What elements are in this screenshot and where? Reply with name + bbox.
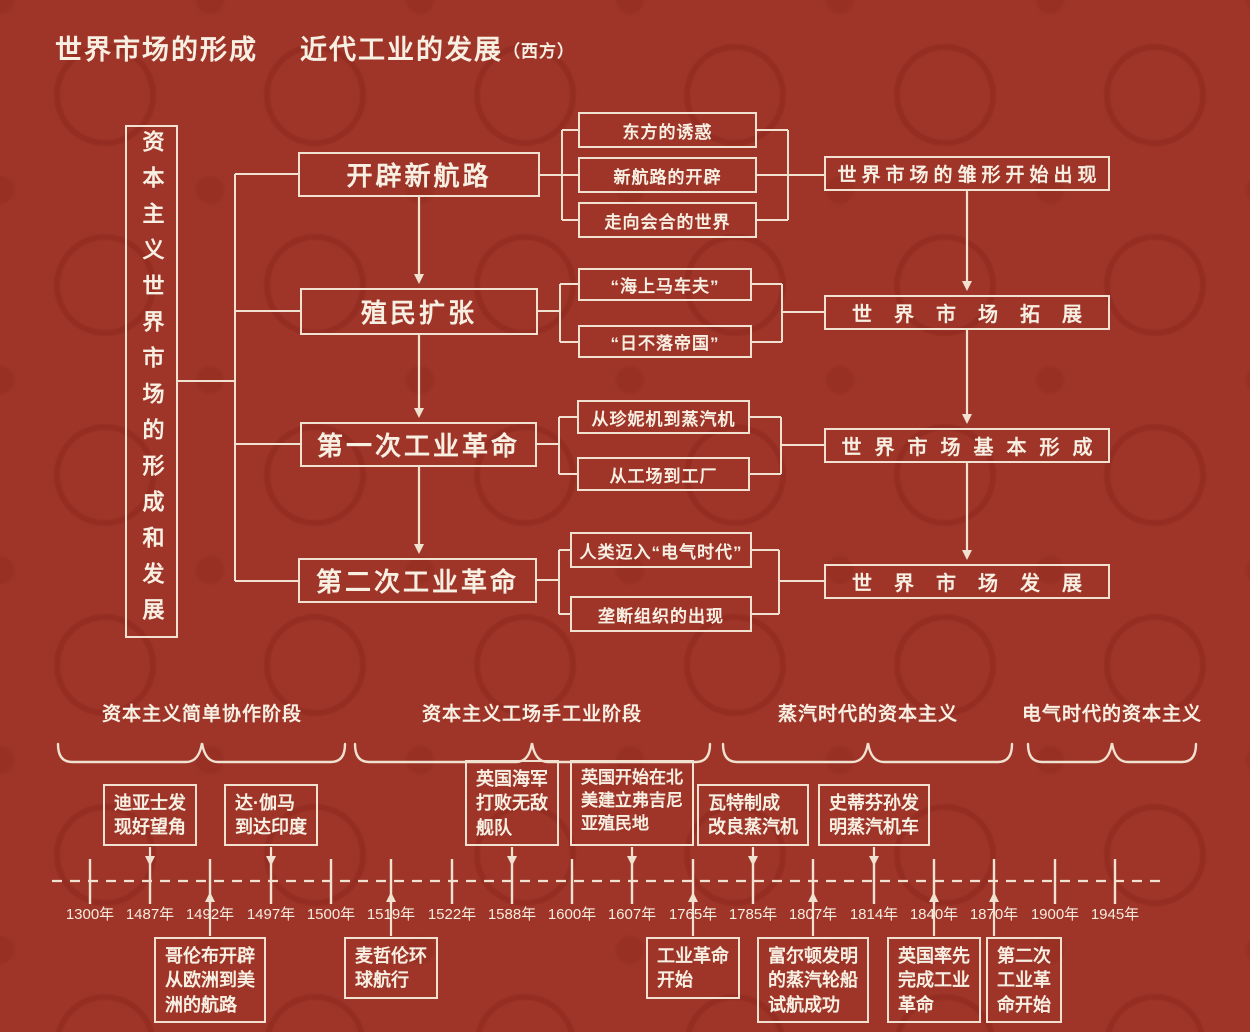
year-label-1519: 1519年 <box>366 906 416 923</box>
year-label-1487: 1487年 <box>125 906 175 923</box>
event-box-columbus-route-to-america: 哥伦布开辟 从欧洲到美 洲的航路 <box>154 937 266 1023</box>
event-box-britain-completes-industrial-revolution: 英国率先 完成工业 革命 <box>887 937 981 1023</box>
event-box-defeat-spanish-armada: 英国海军 打败无敌 舰队 <box>465 760 559 846</box>
phase-label-electric-age-capitalism: 电气时代的资本主义 <box>1021 704 1203 725</box>
event-arrows-down <box>145 847 879 866</box>
year-label-1900: 1900年 <box>1030 906 1080 923</box>
year-label-1522: 1522年 <box>427 906 477 923</box>
title-left: 世界市场的形成 <box>55 35 258 65</box>
row4-connectors <box>537 549 824 615</box>
result-box-world-market-basically-formed: 世界市场基本形成 <box>824 428 1110 463</box>
event-box-industrial-revolution-begins: 工业革命 开始 <box>646 937 740 999</box>
year-label-1785: 1785年 <box>728 906 778 923</box>
year-label-1814: 1814年 <box>849 906 899 923</box>
event-box-watt-steam-engine: 瓦特制成 改良蒸汽机 <box>697 784 809 846</box>
year-label-1807: 1807年 <box>788 906 838 923</box>
stage-box-colonial-expansion: 殖民扩张 <box>300 288 538 335</box>
row3-connectors <box>537 416 824 475</box>
event-box-dias-cape-of-good-hope: 迪亚士发 现好望角 <box>103 784 197 846</box>
stage-box-new-sea-routes: 开辟新航路 <box>298 152 540 197</box>
year-label-1945: 1945年 <box>1090 906 1140 923</box>
page-title: 世界市场的形成 近代工业的发展（西方） <box>55 28 575 67</box>
row1-connectors <box>540 129 824 221</box>
result-box-embryo-of-world-market: 世界市场的雏形开始出现 <box>824 156 1110 191</box>
event-box-da-gama-india: 达·伽马 到达印度 <box>224 784 318 846</box>
sub-box-eastern-temptation: 东方的诱惑 <box>578 112 757 148</box>
year-label-1870: 1870年 <box>969 906 1019 923</box>
event-arrows-up <box>205 892 999 936</box>
phase-label-simple-cooperation: 资本主义简单协作阶段 <box>101 704 303 725</box>
row2-connectors <box>538 283 824 343</box>
phase-label-manufactory-handicraft: 资本主义工场手工业阶段 <box>421 704 643 725</box>
left-axis-box: 资本主义世界市场的形成和发展 <box>125 125 178 638</box>
sub-box-monopoly-organizations: 垄断组织的出现 <box>570 596 752 632</box>
year-label-1492: 1492年 <box>185 906 235 923</box>
year-label-1600: 1600年 <box>547 906 597 923</box>
sub-box-converging-world: 走向会合的世界 <box>578 202 757 238</box>
result-box-world-market-expanded: 世界市场拓展 <box>824 295 1110 330</box>
year-label-1607: 1607年 <box>607 906 657 923</box>
year-label-1300: 1300年 <box>65 906 115 923</box>
event-box-magellan-circumnavigation: 麦哲伦环 球航行 <box>344 937 438 999</box>
left-spine-connectors <box>178 173 300 582</box>
event-box-fulton-steamboat: 富尔顿发明 的蒸汽轮船 试航成功 <box>757 937 869 1023</box>
timeline-ticks <box>88 859 1117 904</box>
sub-box-electrical-age: 人类迈入“电气时代” <box>570 532 752 568</box>
year-label-1588: 1588年 <box>487 906 537 923</box>
sub-box-workshop-to-factory: 从工场到工厂 <box>577 457 750 491</box>
phase-braces <box>56 742 1198 764</box>
sub-box-sea-coachman: “海上马车夫” <box>578 268 752 301</box>
stage-box-second-industrial-revolution: 第二次工业革命 <box>298 558 537 603</box>
phase-label-steam-age-capitalism: 蒸汽时代的资本主义 <box>777 704 959 725</box>
stage-box-first-industrial-revolution: 第一次工业革命 <box>300 422 537 467</box>
sub-box-empire-sun-never-sets: “日不落帝国” <box>578 325 752 358</box>
result-box-world-market-developed: 世界市场发展 <box>824 564 1110 599</box>
event-box-stephenson-locomotive: 史蒂芬孙发 明蒸汽机车 <box>818 784 930 846</box>
year-label-1765: 1765年 <box>668 906 718 923</box>
title-right: 近代工业的发展 <box>300 35 503 65</box>
event-box-virginia-colony: 英国开始在北 美建立弗吉尼 亚殖民地 <box>570 760 694 846</box>
sub-box-jenny-to-steam: 从珍妮机到蒸汽机 <box>577 400 750 434</box>
sub-box-opening-new-routes: 新航路的开辟 <box>578 157 757 193</box>
year-label-1840: 1840年 <box>909 906 959 923</box>
title-suffix: （西方） <box>503 42 575 61</box>
year-label-1500: 1500年 <box>306 906 356 923</box>
event-box-second-industrial-revolution-begins: 第二次 工业革 命开始 <box>986 937 1062 1023</box>
year-label-1497: 1497年 <box>246 906 296 923</box>
timeline-axis <box>52 859 1168 904</box>
